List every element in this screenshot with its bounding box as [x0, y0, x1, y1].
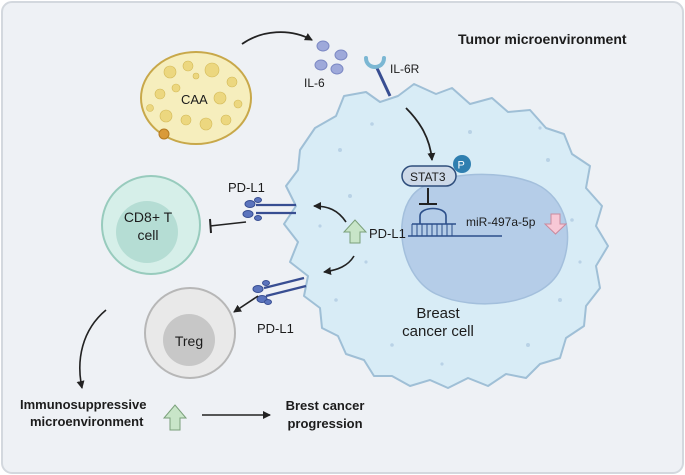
il6r-receptor-icon [364, 56, 392, 97]
arrow-treg-to-immuno [76, 309, 107, 389]
il6r-label: IL-6R [390, 62, 420, 76]
pdl1-receptor-icon [242, 197, 296, 221]
pdl1-receptor-icon [252, 276, 307, 305]
stat3-label: STAT3 [410, 170, 446, 184]
stat3-box [401, 165, 457, 187]
cd8-t-cell [101, 175, 201, 275]
pdl1-cell-label: PD-L1 [369, 226, 406, 241]
nucleus [401, 173, 569, 305]
inhibition-bar-cd8 [209, 218, 212, 234]
arrow-il6r-to-stat3 [405, 107, 436, 161]
treg-cell [144, 287, 236, 379]
up-arrow-icon [342, 219, 368, 244]
pdl1-bottom-label: PD-L1 [257, 321, 294, 336]
caa-label: CAA [181, 92, 208, 107]
progression-label-1: Brest cancer [286, 398, 365, 413]
immuno-label-1: Immunosuppressive [20, 397, 146, 412]
arrow-pdl1-to-top [313, 202, 347, 223]
phosphate-label: P [458, 160, 465, 172]
arrow-receptor-to-treg [233, 295, 259, 313]
diagram-title: Tumor microenvironment [458, 31, 627, 47]
breast-cell-label-2: cancer cell [402, 323, 474, 340]
il6-molecule-icon [314, 40, 348, 75]
cd8-label-2: cell [137, 227, 158, 243]
mirna-hairpin-icon [408, 207, 502, 237]
caa-adipocyte-icon [140, 51, 252, 145]
inhibition-pdl1-cd8 [209, 221, 247, 227]
phosphate-icon [453, 155, 471, 173]
il6-label: IL-6 [304, 76, 325, 90]
pdl1-top-label: PD-L1 [228, 180, 265, 195]
progression-label-2: progression [287, 416, 362, 431]
breast-cell-label-1: Breast [416, 305, 460, 322]
mirna-label: miR-497a-5p [466, 215, 536, 229]
cytoplasm-dots [318, 122, 582, 366]
treg-label: Treg [175, 333, 203, 349]
arrow-caa-to-il6 [241, 31, 313, 45]
cd8-label-1: CD8+ T [124, 209, 173, 225]
arrow-pdl1-to-bottom [323, 255, 355, 275]
immuno-label-2: microenvironment [30, 414, 144, 429]
up-arrow-icon [162, 404, 188, 431]
down-arrow-icon [543, 213, 568, 235]
